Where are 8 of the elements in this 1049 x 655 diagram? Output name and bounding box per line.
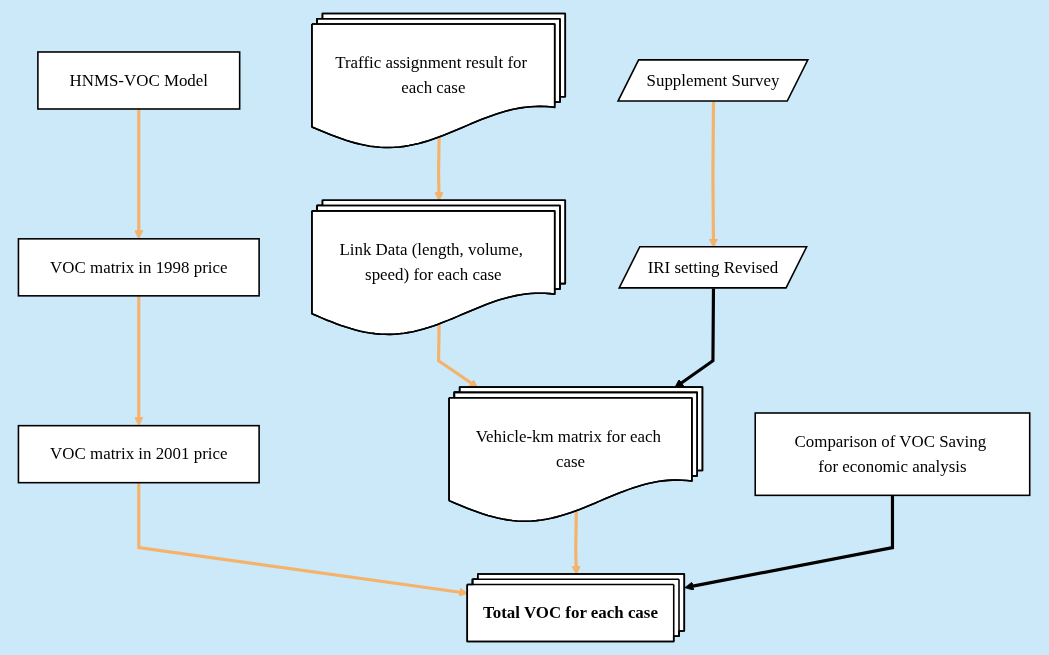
node-box: VOC matrix in 1998 price [18, 238, 261, 297]
node-box: VOC matrix in 2001 price [18, 424, 261, 484]
node-box: Comparison of VOC Saving for economic analysis [754, 412, 1031, 497]
arrow [134, 295, 144, 427]
node-box: HNMS-VOC Model [37, 51, 241, 110]
arrow [134, 109, 144, 240]
arrow [137, 482, 469, 597]
arrow [684, 495, 895, 591]
